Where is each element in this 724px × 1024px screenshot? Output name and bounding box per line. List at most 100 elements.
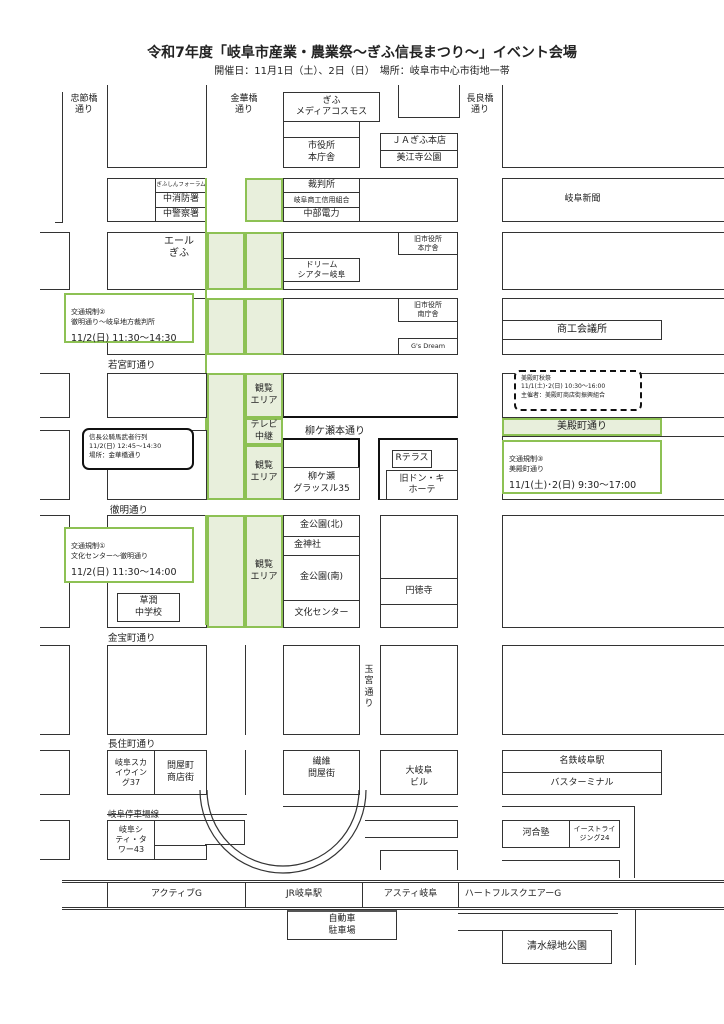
road-edge (502, 806, 635, 878)
block (107, 645, 207, 735)
event-area (207, 298, 245, 355)
building-parking: 自動車 駐車場 (287, 910, 397, 940)
event-area (245, 298, 283, 355)
map-subtitle: 開催日：11月1日（土）、2日（日） 場所：岐阜市中心市街地一帯 (214, 66, 510, 77)
station-plaza-ring (199, 790, 367, 874)
building-sojun-school: 草潤 中学校 (117, 593, 180, 622)
street-tetsumei: 徹明通り (110, 505, 149, 516)
road-edge (62, 92, 63, 222)
block (502, 515, 724, 628)
event-area (245, 232, 283, 290)
route-line (205, 515, 207, 625)
building-active-g: アクティブG (107, 883, 246, 907)
building-east-rising24: イーストライ ジング24 (569, 820, 620, 848)
regulation-3-time: 11/1(土)･2(日) 9:30～17:00 (509, 480, 637, 492)
building-cityhall: 市役所 本庁舎 (283, 137, 360, 168)
building-dream-theater: ドリーム シアター岐阜 (283, 258, 360, 282)
building-ogifu: 大岐阜 ビル (380, 750, 458, 795)
street-mitono: 美殿町通り (502, 418, 662, 436)
route-line (205, 178, 207, 498)
street-teisha: 岐阜停車場線 (108, 810, 160, 820)
building-chubu: 中部電力 (283, 207, 360, 222)
block (154, 845, 207, 860)
railway-line (62, 907, 724, 910)
building-asty-gifu: アスティ岐阜 (362, 883, 459, 907)
regulation-1-time: 11/2(日) 11:30～14:00 (71, 567, 177, 579)
street-nagasumi: 長住町通り (108, 739, 156, 750)
event-area (207, 515, 245, 628)
block (502, 645, 724, 735)
building-glassle35: 柳ケ瀬 グラッスル35 (283, 467, 360, 500)
building-r-terrace: Rテラス (392, 450, 432, 468)
building-tonyamachi: 問屋町 商店街 (154, 750, 207, 795)
traffic-regulation-1: 交通規制① 文化センター～徹明通り 11/2(日) 11:30～14:00 (64, 527, 194, 583)
block (283, 373, 458, 418)
building-old-cityhall: 旧市役所 本庁舎 (398, 232, 458, 255)
regulation-2-time: 11/2(日) 11:30～14:30 (71, 333, 177, 345)
road-edge (55, 222, 63, 223)
block (40, 373, 70, 418)
building-kinjinja: 金神社 (283, 536, 360, 556)
street-wakamiya: 若宮町通り (108, 360, 156, 371)
event-area (245, 178, 283, 222)
block (283, 121, 360, 138)
building-yell: エール ぎふ (164, 235, 194, 260)
street-yanagase: 柳ケ瀬本通り (305, 426, 365, 437)
building-old-south: 旧市役所 南庁舎 (398, 298, 458, 322)
street-kinka: 金華橋 通り (230, 94, 258, 116)
building-police: 中警察署 (155, 207, 207, 222)
building-court: 裁判所 (283, 178, 360, 193)
road-edge (283, 806, 458, 807)
block (380, 515, 458, 628)
block (380, 850, 458, 870)
block (365, 820, 458, 838)
building-shimbun: 岐阜新聞 (502, 178, 724, 222)
building-kawai: 河合塾 (502, 820, 570, 848)
block (107, 373, 207, 418)
regulation-2-title: 交通規制② 徹明通り～岐阜地方裁判所 (71, 307, 155, 326)
event-area (207, 232, 245, 290)
block (502, 232, 724, 290)
building-credit: 岐阜商工信用組合 (283, 192, 360, 208)
regulation-1-title: 交通規制① 文化センター～徹明通り (71, 541, 148, 560)
building-kinpark-north: 金公園(北) (283, 515, 360, 537)
event-area (207, 373, 245, 500)
building-ja: ＪＡぎふ本店 (380, 133, 458, 151)
block (40, 232, 70, 290)
block (40, 430, 70, 500)
railway-line (62, 880, 724, 883)
street-chusetsu: 忠節橋 通り (70, 94, 98, 116)
building-chamber: 商工会議所 (502, 320, 662, 340)
building-fire: 中消防署 (155, 192, 207, 208)
traffic-regulation-2: 交通規制② 徹明通り～岐阜地方裁判所 11/2(日) 11:30～14:30 (64, 293, 194, 345)
mitono-festival-notice: 美殿町秋祭 11/1(土)･2(日) 10:30～16:00 主催者：美殿町商店… (514, 370, 642, 411)
traffic-regulation-3: 交通規制③ 美殿町通り 11/1(土)･2(日) 9:30～17:00 (502, 440, 662, 494)
viewing-area: 観覧 エリア (245, 445, 283, 500)
viewing-area: 観覧 エリア (245, 373, 283, 418)
block (40, 820, 70, 860)
block (380, 645, 458, 735)
road-edge (107, 814, 247, 815)
building-mediacosmos: ぎふ メディアコスモス (283, 92, 380, 122)
road-edge (458, 930, 503, 931)
building-city-tower43: 岐阜シ ティ・タ ワー43 (107, 820, 155, 860)
block (107, 85, 207, 168)
building-gs-dream: G's Dream (398, 338, 458, 355)
block (283, 645, 360, 735)
block (502, 85, 724, 168)
street-nagara: 長良橋 通り (466, 94, 494, 116)
building-miedera: 美江寺公園 (380, 150, 458, 168)
block (40, 645, 70, 735)
building-old-donki: 旧ドン・キ ホーテ (386, 470, 458, 500)
building-jr-gifu-station: JR岐阜駅 (245, 883, 363, 907)
regulation-3-title: 交通規制③ 美殿町通り (509, 454, 544, 473)
road-edge (245, 750, 246, 795)
building-bunka-center: 文化センター (283, 600, 360, 628)
building-seni-tonya: 繊維 問屋街 (283, 750, 360, 795)
road-edge (502, 860, 620, 878)
road-edge (245, 645, 246, 735)
building-entokuji: 円徳寺 (380, 578, 458, 605)
building-forum: ぎふしんフォーラム (155, 178, 207, 193)
parade-notice: 信長公騎馬武者行列 11/2(日) 12:45～14:30 場所：金華橋通り (82, 428, 194, 470)
street-tamamiya: 玉 宮 通 り (364, 665, 374, 709)
